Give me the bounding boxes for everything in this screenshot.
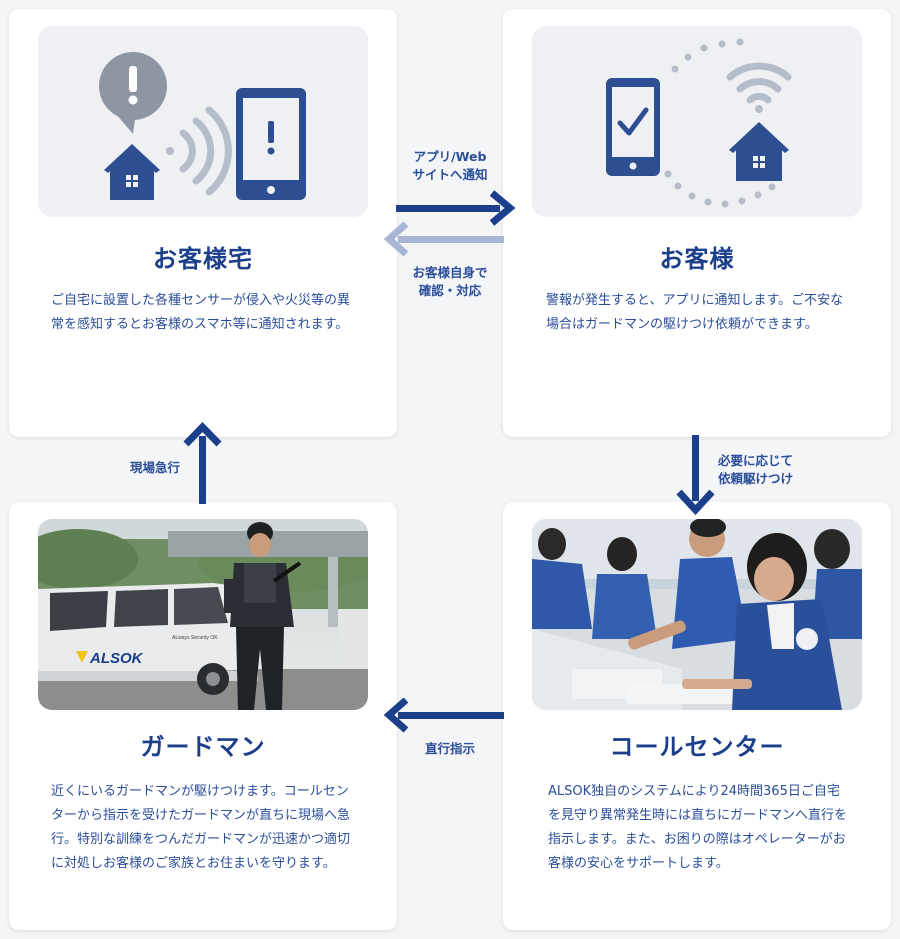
card-guard: ALSOK ALways Security OK ガードマン 近くにいるガードマ… — [9, 502, 397, 930]
request-label-line2: 依頼駆けつけ — [718, 471, 794, 486]
home-illustration — [38, 26, 368, 217]
card-customer: お客様 警報が発生すると、アプリに通知します。ご不安な場合はガードマンの駆けつけ… — [503, 9, 891, 437]
card-home: お客様宅 ご自宅に設置した各種センサーが侵入や火災等の異常を感知するとお客様のス… — [9, 9, 397, 437]
van-slogan-text: ALways Security OK — [172, 635, 218, 641]
dispatch-arrow-icon — [383, 698, 504, 733]
self-check-arrow-icon — [383, 222, 504, 257]
rush-arrow-icon — [183, 421, 222, 504]
request-arrow-icon — [676, 435, 715, 516]
guard-figure — [224, 522, 302, 710]
wifi-signal-icon — [166, 106, 232, 196]
request-arrow-label: 必要に応じて 依頼駆けつけ — [718, 452, 810, 488]
card-center: コールセンター ALSOK独自のシステムにより24時間365日ご自宅を見守り異常… — [503, 502, 891, 930]
card-desc-center: ALSOK独自のシステムにより24時間365日ご自宅を見守り異常発生時には直ちに… — [548, 784, 848, 871]
dispatch-arrow-label: 直行指示 — [424, 741, 475, 756]
card-title-center: コールセンター — [609, 733, 785, 761]
card-title-customer: お客様 — [659, 245, 735, 273]
request-label-line1: 必要に応じて — [718, 453, 794, 468]
wifi-icon — [726, 62, 792, 113]
notify-arrow-icon — [396, 190, 516, 226]
alert-bubble-icon — [99, 52, 167, 134]
self-check-label-line1: お客様自身で — [412, 265, 488, 280]
notify-label-line1: アプリ/Web — [413, 149, 487, 164]
van-graphic: ALSOK ALways Security OK — [38, 583, 258, 695]
smartphone-check-icon — [606, 78, 660, 176]
notify-arrow-label: アプリ/Web サイトへ通知 — [400, 148, 500, 184]
smartphone-alert-icon — [236, 88, 306, 200]
card-title-home: お客様宅 — [153, 245, 253, 273]
dotted-ring-icon — [664, 38, 776, 208]
house-icon — [104, 144, 160, 200]
call-center-photo — [532, 519, 862, 710]
van-logo-text: ALSOK — [89, 650, 144, 667]
operator-figure — [628, 519, 748, 650]
customer-illustration — [532, 26, 862, 217]
card-desc-customer: 警報が発生すると、アプリに通知します。ご不安な場合はガードマンの駆けつけ依頼がで… — [546, 293, 844, 332]
self-check-label-line2: 確認・対応 — [418, 283, 482, 298]
notify-label-line2: サイトへ通知 — [412, 167, 488, 182]
rush-arrow-label: 現場急行 — [129, 460, 180, 475]
guard-photo: ALSOK ALways Security OK — [38, 519, 368, 710]
female-operator-figure — [682, 533, 842, 710]
self-check-arrow-label: お客様自身で 確認・対応 — [398, 264, 502, 300]
house-icon — [729, 122, 789, 181]
card-desc-home: ご自宅に設置した各種センサーが侵入や火災等の異常を感知するとお客様のスマホ等に通… — [51, 293, 351, 332]
card-desc-guard: 近くにいるガードマンが駆けつけます。コールセンターから指示を受けたガードマンが直… — [51, 784, 351, 871]
card-title-guard: ガードマン — [140, 733, 266, 761]
